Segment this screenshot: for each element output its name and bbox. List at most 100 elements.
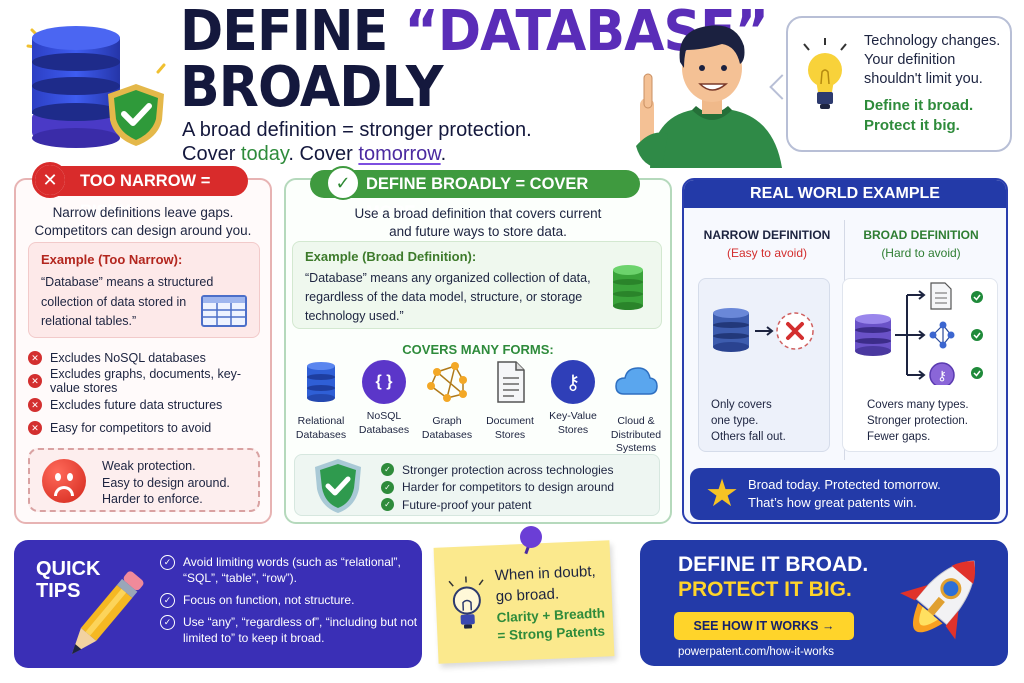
- cta-url-link[interactable]: powerpatent.com/how-it-works: [678, 646, 834, 658]
- list-item-text: Easy for competitors to avoid: [50, 421, 212, 436]
- x-icon: ✕: [28, 421, 42, 436]
- form-label: Distributed: [610, 428, 662, 441]
- broad-example-text: “Database” means any organized collectio…: [305, 271, 591, 323]
- subtitle-line1: A broad definition = stronger protection…: [182, 119, 532, 141]
- cta-headline: DEFINE IT BROAD.: [678, 553, 869, 576]
- define-broadly-intro: Use a broad definition that covers curre…: [290, 205, 666, 241]
- list-item-text: Excludes future data structures: [50, 397, 223, 412]
- broad-benefits-box: ✓ Stronger protection across technologies…: [294, 454, 660, 516]
- see-how-it-works-button[interactable]: SEE HOW IT WORKS →: [674, 612, 854, 640]
- subtitle-text: .: [440, 143, 447, 165]
- subtitle: A broad definition = stronger protection…: [182, 118, 532, 166]
- form-label: Databases: [295, 428, 347, 441]
- broad-panel: ⚷ Covers many types. Stronger protection…: [842, 278, 998, 452]
- tip-text: Avoid limiting words (such as “relationa…: [183, 555, 401, 585]
- svg-text:⚷: ⚷: [937, 369, 947, 384]
- broad-definition-heading: BROAD DEFINITION (Hard to avoid): [846, 226, 996, 262]
- bubble-green-text: Define it broad. Protect it big.: [864, 96, 973, 136]
- broad-heading: BROAD DEFINITION: [863, 228, 979, 242]
- weak-protection-box: Weak protection. Easy to design around. …: [28, 448, 260, 512]
- broad-text-line: Fewer gaps.: [867, 431, 931, 443]
- broad-subheading: (Hard to avoid): [881, 246, 961, 260]
- too-narrow-intro: Narrow definitions leave gaps. Competito…: [24, 204, 262, 240]
- form-label: Databases: [421, 428, 473, 441]
- table-icon: [201, 295, 247, 327]
- narrow-text-line: Others fall out.: [711, 431, 786, 443]
- form-label: Stores: [494, 428, 526, 441]
- form-label: Graph: [432, 415, 462, 427]
- database-shield-icon: [26, 26, 166, 148]
- database-to-x-diagram: [713, 308, 814, 352]
- note-green-line2: = Strong Patents: [497, 623, 606, 644]
- narrow-subheading: (Easy to avoid): [726, 246, 808, 260]
- warning-line1: Weak protection.: [102, 459, 196, 473]
- subtitle-text: Cover: [182, 143, 241, 165]
- key-icon: ⚷: [551, 360, 595, 404]
- intro-line1: Narrow definitions leave gaps.: [52, 205, 234, 220]
- list-item: ✕ Easy for competitors to avoid: [28, 417, 268, 441]
- narrow-text-line: one type.: [711, 415, 759, 427]
- list-item: ✓ Avoid limiting words (such as “relation…: [160, 554, 420, 586]
- quick-tips-list: ✓ Avoid limiting words (such as “relation…: [160, 554, 420, 652]
- check-circle-icon: ✓: [160, 555, 175, 570]
- real-world-example-card: REAL WORLD EXAMPLE NARROW DEFINITION (Ea…: [682, 178, 1008, 524]
- bubble-text: Technology changes. Your definition shou…: [864, 32, 1000, 89]
- tip-text: Use “any”, “regardless of”, “including b…: [183, 615, 418, 645]
- list-item-text: Future-proof your patent: [402, 497, 532, 512]
- form-label: Key-Value: [549, 410, 597, 422]
- narrow-panel-text: Only covers one type. Others fall out.: [711, 397, 786, 445]
- cloud-icon: [615, 367, 658, 395]
- shield-check-icon: [315, 459, 361, 513]
- form-label: Stores: [557, 423, 589, 436]
- green-database-icon: [613, 265, 643, 310]
- star-icon: ★: [704, 473, 740, 515]
- database-icon: [307, 362, 335, 402]
- list-item: ✓Focus on function, not structure.: [160, 592, 420, 608]
- broad-example-box: Example (Broad Definition): “Database” m…: [292, 241, 662, 329]
- rocket-icon: [900, 560, 976, 640]
- broad-text-line: Stronger protection.: [867, 415, 969, 427]
- person-pointing-illustration: [636, 25, 782, 168]
- speech-bubble: Technology changes. Your definition shou…: [786, 16, 1012, 152]
- list-item-text: Stronger protection across technologies: [402, 462, 614, 477]
- pencil-icon: [71, 571, 144, 655]
- banner-line1: Broad today. Protected tomorrow.: [748, 477, 941, 492]
- check-icon: ✓: [381, 463, 394, 477]
- database-branches-diagram: ⚷: [855, 282, 983, 385]
- broad-panel-text: Covers many types. Stronger protection. …: [867, 397, 969, 445]
- subtitle-today: today: [240, 143, 289, 165]
- sticky-note: When in doubt, go broad. Clarity + Bread…: [433, 540, 615, 664]
- narrow-drawbacks-list: ✕Excludes NoSQL databases ✕Excludes grap…: [28, 346, 268, 440]
- title-line2: BROADLY: [180, 55, 443, 120]
- define-broadly-badge: DEFINE BROADLY = COVER MORE: [310, 170, 640, 221]
- lightbulb-outline-icon: [448, 576, 484, 629]
- weak-protection-text: Weak protection. Easy to design around. …: [102, 458, 230, 508]
- list-item: ✓Use “any”, “regardless of”, “including …: [160, 614, 420, 646]
- lightbulb-icon: [803, 38, 847, 109]
- narrow-example-text: “Database” means a structured collection…: [41, 275, 214, 328]
- narrow-definition-heading: NARROW DEFINITION (Easy to avoid): [692, 226, 842, 262]
- pushpin-icon: [520, 526, 542, 548]
- intro-line2: and future ways to store data.: [389, 224, 567, 239]
- broad-example-heading: Example (Broad Definition):: [305, 249, 477, 264]
- list-item: ✓Harder for competitors to design around: [381, 479, 614, 497]
- quick-tips-panel: QUICK TIPS ✓Avoid limiting words (such a…: [14, 540, 422, 668]
- narrow-example-box: Example (Too Narrow): “Database” means a…: [28, 242, 260, 338]
- x-icon: ✕: [28, 397, 42, 412]
- form-label: NoSQL: [366, 410, 402, 422]
- form-label: Relational: [297, 415, 345, 427]
- check-icon: ✓: [381, 480, 394, 494]
- form-label: Databases: [358, 423, 410, 436]
- checkmark-circle-icon: ✓: [326, 166, 360, 200]
- bubble-green-line1: Define it broad.: [864, 97, 974, 114]
- x-icon: ✕: [28, 350, 42, 365]
- banner-text: Broad today. Protected tomorrow. That’s …: [748, 476, 941, 512]
- x-icon: ✕: [28, 374, 42, 389]
- bubble-line2: Your definition: [864, 52, 956, 68]
- document-icon: [497, 361, 525, 403]
- form-label: Document: [486, 415, 534, 427]
- tips-title-line2: TIPS: [36, 580, 81, 602]
